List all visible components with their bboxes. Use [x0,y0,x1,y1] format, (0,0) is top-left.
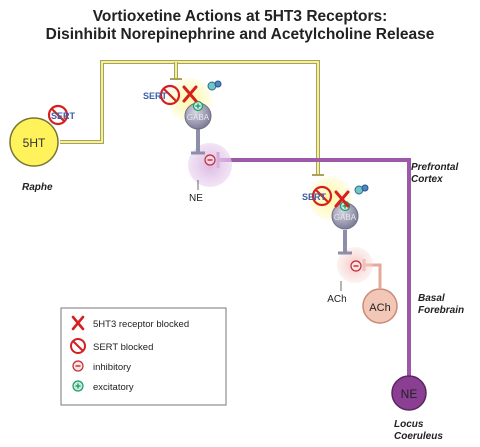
legend: 5HT3 receptor blocked SERT blocked inhib… [60,307,227,406]
sert-label-upper: SERT [143,91,168,101]
diagram-title: Vortioxetine Actions at 5HT3 Receptors: … [0,8,480,44]
no-sign-icon [311,185,333,207]
sert-label-raphe: SERT [51,111,76,121]
serotonin-neuron-label: 5HT [23,136,46,150]
prefrontal-label-2: Cortex [411,174,443,185]
gaba-to-ach-connection [338,230,352,255]
no-sign-icon [70,338,86,354]
legend-label-excitatory: excitatory [93,382,134,393]
red-x-icon [334,190,350,208]
legend-label-receptor-blocked: 5HT3 receptor blocked [93,319,189,330]
gaba-label-upper: GABA [187,113,210,122]
gaba-to-ne-connection [191,128,205,155]
locus-label-2: Coeruleus [394,431,443,442]
minus-circle-icon [350,260,362,272]
basal-label-2: Forebrain [418,305,464,316]
no-sign-icon [159,84,181,106]
gaba-label-lower: GABA [334,213,357,222]
no-sign-icon [47,104,69,126]
ach-target-label: ACh [327,294,346,305]
plus-circle-icon [72,380,84,392]
basal-label-1: Basal [418,293,445,304]
legend-label-sert-blocked: SERT blocked [93,342,153,353]
minus-circle-icon [204,154,216,166]
ne-cell-body [391,375,427,411]
receptor-icon [354,184,369,195]
sert-label-lower: SERT [302,192,327,202]
red-x-icon [71,315,85,331]
red-x-icon [182,85,198,103]
ne-cell-body-label: NE [401,387,418,401]
minus-circle-icon [72,360,84,372]
ach-cell-body-label: ACh [369,302,390,314]
serotonin-axon [60,60,324,176]
title-line-2: Disinhibit Norepinephrine and Acetylchol… [45,26,435,43]
legend-label-inhibitory: inhibitory [93,362,131,373]
locus-label-1: Locus [394,419,424,430]
plus-circle-icon [192,100,204,112]
raphe-label: Raphe [22,182,53,193]
serotonin-neuron [9,117,59,167]
title-line-1: Vortioxetine Actions at 5HT3 Receptors: [92,8,388,25]
ne-target-label: NE [189,193,203,204]
ach-cell-body [362,288,398,324]
prefrontal-label-1: Prefrontal [411,162,458,173]
receptor-icon [207,80,222,91]
